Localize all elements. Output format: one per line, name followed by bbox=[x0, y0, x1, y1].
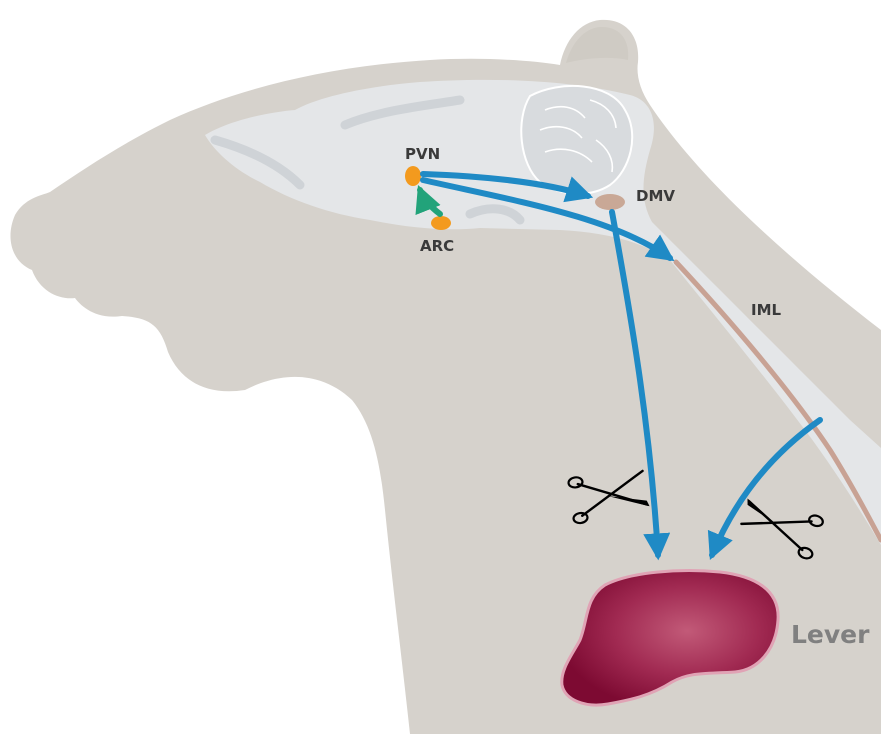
dmv-label: DMV bbox=[636, 187, 675, 205]
ear bbox=[566, 27, 628, 63]
arc-label: ARC bbox=[420, 237, 454, 255]
liver-label: Lever bbox=[791, 620, 870, 649]
pvn-nucleus bbox=[405, 166, 421, 186]
cerebellum bbox=[521, 86, 632, 194]
arc-nucleus bbox=[431, 216, 451, 230]
dmv-nucleus bbox=[595, 194, 625, 210]
iml-label: IML bbox=[751, 301, 782, 319]
pvn-label: PVN bbox=[405, 145, 440, 163]
